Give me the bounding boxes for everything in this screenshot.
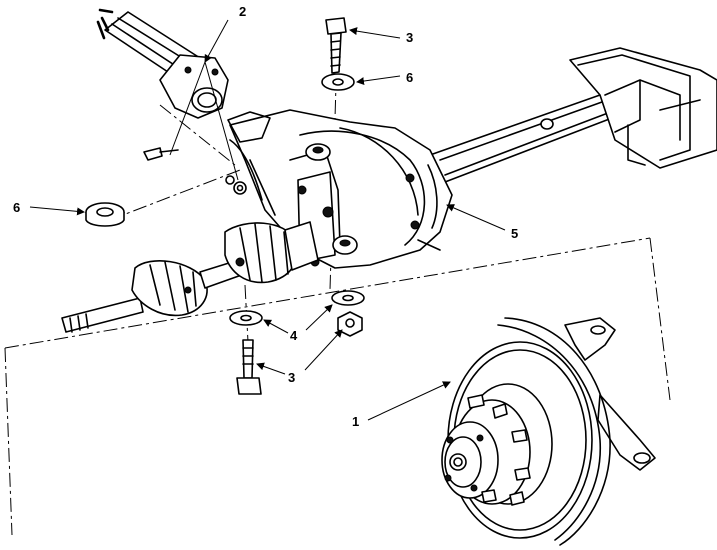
callout-3-top: 3 xyxy=(406,30,413,45)
callout-6-left: 6 xyxy=(13,200,20,215)
hub-rotor-assembly xyxy=(441,317,656,546)
mount-hardware xyxy=(85,17,365,395)
leader-lines xyxy=(29,19,506,421)
callout-4: 4 xyxy=(290,328,298,343)
callout-labels: 2 3 6 6 5 4 3 1 xyxy=(13,4,518,429)
callout-2: 2 xyxy=(239,4,246,19)
differential-housing xyxy=(227,109,453,269)
wheel-studs xyxy=(444,394,531,506)
callout-5: 5 xyxy=(511,226,518,241)
yoke-assembly xyxy=(96,8,247,195)
callout-1: 1 xyxy=(352,414,359,429)
drive-axle-shaft xyxy=(61,221,319,333)
callout-6-top: 6 xyxy=(406,70,413,85)
callout-3-bottom: 3 xyxy=(288,370,295,385)
axle-tube xyxy=(429,47,717,183)
